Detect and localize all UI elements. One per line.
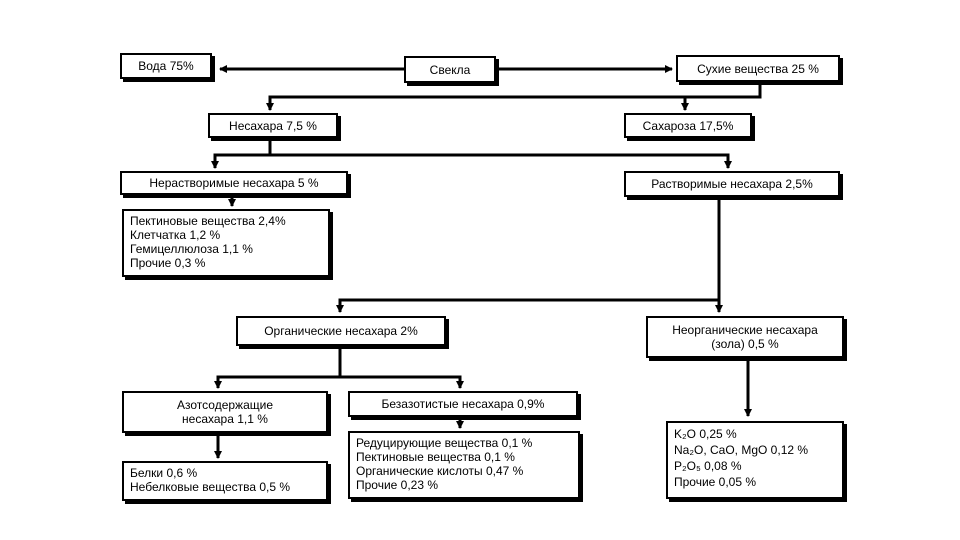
list-item: Клетчатка 1,2 %	[130, 228, 221, 242]
node-insoluble-nonsugars: Нерастворимые несахара 5 %	[120, 171, 348, 195]
node-nitrogenous-list: Белки 0,6 % Небелковые вещества 0,5 %	[122, 461, 328, 501]
node-nitrogen-free-label: Безазотистые несахара 0,9%	[381, 397, 545, 411]
list-item: K₂O 0,25 %	[674, 427, 737, 441]
node-water: Вода 75%	[120, 53, 212, 79]
arrow-soluble-organic	[336, 196, 721, 313]
node-soluble-nonsugars: Растворимые несахара 2,5%	[624, 171, 840, 197]
node-nitrogenous-nonsugars: Азотсодержащие несахара 1,1 %	[122, 391, 328, 433]
node-inorganic-line: Неорганические несахара	[672, 323, 818, 337]
node-nitrogen-free-list: Редуцирующие вещества 0,1 % Пектиновые в…	[348, 431, 580, 499]
list-item: Пектиновые вещества 2,4%	[130, 214, 286, 228]
list-item: Небелковые вещества 0,5 %	[130, 480, 291, 494]
arrow-organic-nitrogen-free	[340, 375, 464, 389]
node-organic-nonsugars-label: Органические несахара 2%	[264, 324, 418, 338]
node-sucrose-label: Сахароза 17,5%	[642, 118, 734, 133]
node-beet-label: Свекла	[429, 62, 471, 77]
list-item: Гемицеллюлоза 1,1 %	[130, 242, 253, 256]
node-sucrose: Сахароза 17,5%	[624, 113, 752, 138]
list-item: Прочие 0,23 %	[356, 478, 439, 492]
node-inorganic-line: (зола) 0,5 %	[711, 337, 779, 351]
node-beet: Свекла	[404, 56, 496, 83]
list-item: Белки 0,6 %	[130, 466, 198, 480]
node-nitrogen-free-nonsugars: Безазотистые несахара 0,9%	[348, 391, 578, 417]
node-organic-nonsugars: Органические несахара 2%	[236, 316, 446, 346]
list-item: Прочие 0,05 %	[674, 475, 757, 489]
list-item: Na₂O, CaO, MgO 0,12 %	[674, 443, 809, 457]
arrow-organic-nitrogen	[214, 345, 342, 389]
node-nitrogenous-line: несахара 1,1 %	[182, 412, 268, 426]
node-nitrogenous-line: Азотсодержащие	[177, 398, 273, 412]
node-insoluble-list: Пектиновые вещества 2,4% Клетчатка 1,2 %…	[122, 209, 330, 277]
arrow-dry-nonsugar	[266, 82, 762, 111]
list-item: P₂O₅ 0,08 %	[674, 459, 742, 473]
list-item: Редуцирующие вещества 0,1 %	[356, 436, 533, 450]
node-nonsugars-label: Несахара 7,5 %	[229, 118, 317, 133]
node-soluble-nonsugars-label: Растворимые несахара 2,5%	[651, 177, 813, 191]
node-insoluble-nonsugars-label: Нерастворимые несахара 5 %	[149, 176, 319, 190]
node-dry-matter: Сухие вещества 25 %	[676, 55, 840, 82]
node-ash-list: K₂O 0,25 % Na₂O, CaO, MgO 0,12 % P₂O₅ 0,…	[666, 421, 844, 499]
arrow-nonsugar-soluble	[270, 153, 732, 169]
node-inorganic-nonsugars: Неорганические несахара (зола) 0,5 %	[646, 316, 844, 358]
list-item: Органические кислоты 0,47 %	[356, 464, 524, 478]
node-nonsugars: Несахара 7,5 %	[208, 113, 338, 138]
list-item: Пектиновые вещества 0,1 %	[356, 450, 515, 464]
node-water-label: Вода 75%	[138, 59, 194, 73]
arrow-nonsugar-insoluble	[211, 137, 272, 169]
list-item: Прочие 0,3 %	[130, 256, 206, 270]
node-dry-matter-label: Сухие вещества 25 %	[697, 61, 819, 76]
